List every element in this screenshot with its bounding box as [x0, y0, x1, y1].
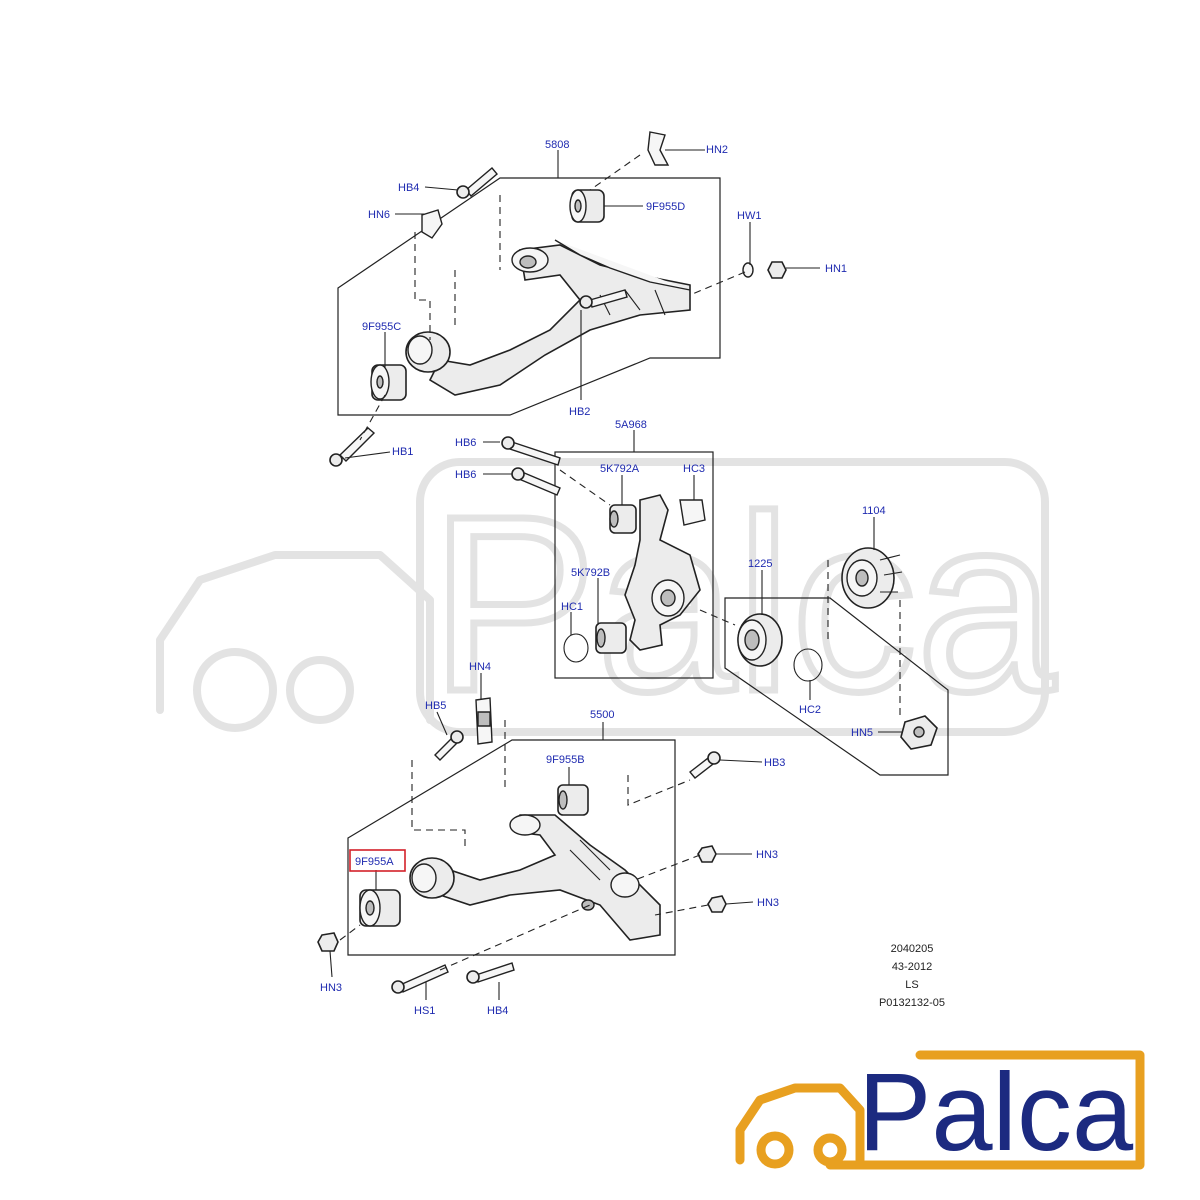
- label-hn1: HN1: [825, 263, 847, 275]
- label-hc1: HC1: [561, 601, 583, 613]
- bushing-9f955b: [557, 784, 589, 816]
- bolt-hb3: [688, 751, 721, 779]
- label-hn3-b: HN3: [757, 897, 779, 909]
- label-hn4: HN4: [469, 661, 491, 673]
- lower-arm-frame: [347, 739, 676, 956]
- guide-line: [339, 924, 361, 941]
- label-5k792a: 5K792A: [600, 463, 640, 475]
- guide-line: [589, 154, 641, 191]
- upper-arm-frame: [337, 177, 721, 416]
- bushing-9f955d: [569, 189, 605, 223]
- label-5500: 5500: [590, 709, 614, 721]
- guide-line: [359, 394, 386, 441]
- reference-block: 2040205 43-2012 LS P0132132-05: [879, 943, 945, 1009]
- label-hb4-bottom: HB4: [487, 1005, 508, 1017]
- label-9f955d: 9F955D: [646, 201, 685, 213]
- bushing-5k792a: [609, 504, 637, 534]
- label-hn2: HN2: [706, 144, 728, 156]
- ref-date: 43-2012: [892, 961, 932, 973]
- guide-line: [439, 904, 591, 971]
- bushing-9f955a: [359, 857, 455, 927]
- bolt-hb1: [329, 427, 376, 467]
- ref-part: P0132132-05: [879, 997, 945, 1009]
- hn6-clip: [421, 209, 443, 239]
- bushing-9f955c: [370, 331, 451, 401]
- circlip-hc1: [563, 633, 589, 663]
- nut-hn4: [475, 697, 493, 745]
- label-hn6: HN6: [368, 209, 390, 221]
- label-hn5: HN5: [851, 727, 873, 739]
- bolt-hs1: [391, 964, 449, 994]
- hn2-clip: [647, 131, 670, 166]
- guide-line: [411, 760, 466, 850]
- label-hn3-c: HN3: [320, 982, 342, 994]
- bolt-hb5: [434, 730, 464, 761]
- ref-number: 2040205: [891, 943, 934, 955]
- label-hn3-a: HN3: [756, 849, 778, 861]
- guide-line: [414, 232, 431, 340]
- nut-hn3-c: [317, 932, 339, 952]
- label-1104: 1104: [862, 505, 886, 517]
- label-hb4-top: HB4: [398, 182, 419, 194]
- label-hs1: HS1: [414, 1005, 435, 1017]
- guide-line: [689, 271, 746, 296]
- brand-logo: Palca: [735, 1050, 1145, 1174]
- nut-hn3-a: [697, 845, 717, 863]
- label-5808: 5808: [545, 139, 569, 151]
- part-labels: 5808 HN2 HB4 HN6 9F955D HW1 HN1 9F955C H…: [320, 139, 886, 1017]
- guide-line: [654, 904, 709, 916]
- label-hb6-b: HB6: [455, 469, 476, 481]
- ref-code: LS: [905, 979, 918, 991]
- label-hc3: HC3: [683, 463, 705, 475]
- watermark-logo: Palca: [156, 458, 1060, 747]
- label-9f955c: 9F955C: [362, 321, 401, 333]
- label-9f955b: 9F955B: [546, 754, 585, 766]
- guide-line: [559, 469, 611, 506]
- guide-line: [699, 609, 736, 626]
- label-5k792b: 5K792B: [571, 567, 610, 579]
- label-5a968: 5A968: [615, 419, 647, 431]
- bolt-hb2: [579, 289, 628, 309]
- label-hb1: HB1: [392, 446, 413, 458]
- label-hb3: HB3: [764, 757, 785, 769]
- nut-hn3-b: [707, 895, 727, 913]
- guide-line: [634, 854, 701, 881]
- guide-line: [627, 775, 691, 806]
- circlip-hc2: [793, 648, 823, 682]
- knuckle-5a968: [624, 494, 701, 651]
- label-1225: 1225: [748, 558, 772, 570]
- upper-control-arm: [428, 239, 691, 396]
- label-9f955a: 9F955A: [355, 856, 394, 868]
- label-hw1: HW1: [737, 210, 761, 222]
- logo-text: Palca: [858, 1051, 1134, 1174]
- highlight-box: [349, 849, 406, 872]
- logo-car-outline: [825, 1050, 1145, 1170]
- bolt-hb6-a: [501, 436, 561, 466]
- label-hc2: HC2: [799, 704, 821, 716]
- nut-hn5: [900, 715, 938, 750]
- watermark-text: Palca: [430, 464, 1056, 743]
- clip-hc3: [679, 499, 706, 526]
- bearing-1225: [737, 613, 783, 667]
- hub-frame: [724, 597, 949, 776]
- washer-hw1: [742, 262, 754, 278]
- nut-hn1: [767, 261, 787, 279]
- bolt-hb4-bottom: [466, 962, 515, 984]
- label-hb6-a: HB6: [455, 437, 476, 449]
- leader-lines: [329, 149, 902, 1000]
- bolt-hb4-top: [456, 167, 498, 199]
- label-hb2: HB2: [569, 406, 590, 418]
- bushing-5k792b: [595, 622, 627, 654]
- label-hb5: HB5: [425, 700, 446, 712]
- lower-control-arm: [428, 814, 661, 941]
- hub-1104: [841, 547, 903, 609]
